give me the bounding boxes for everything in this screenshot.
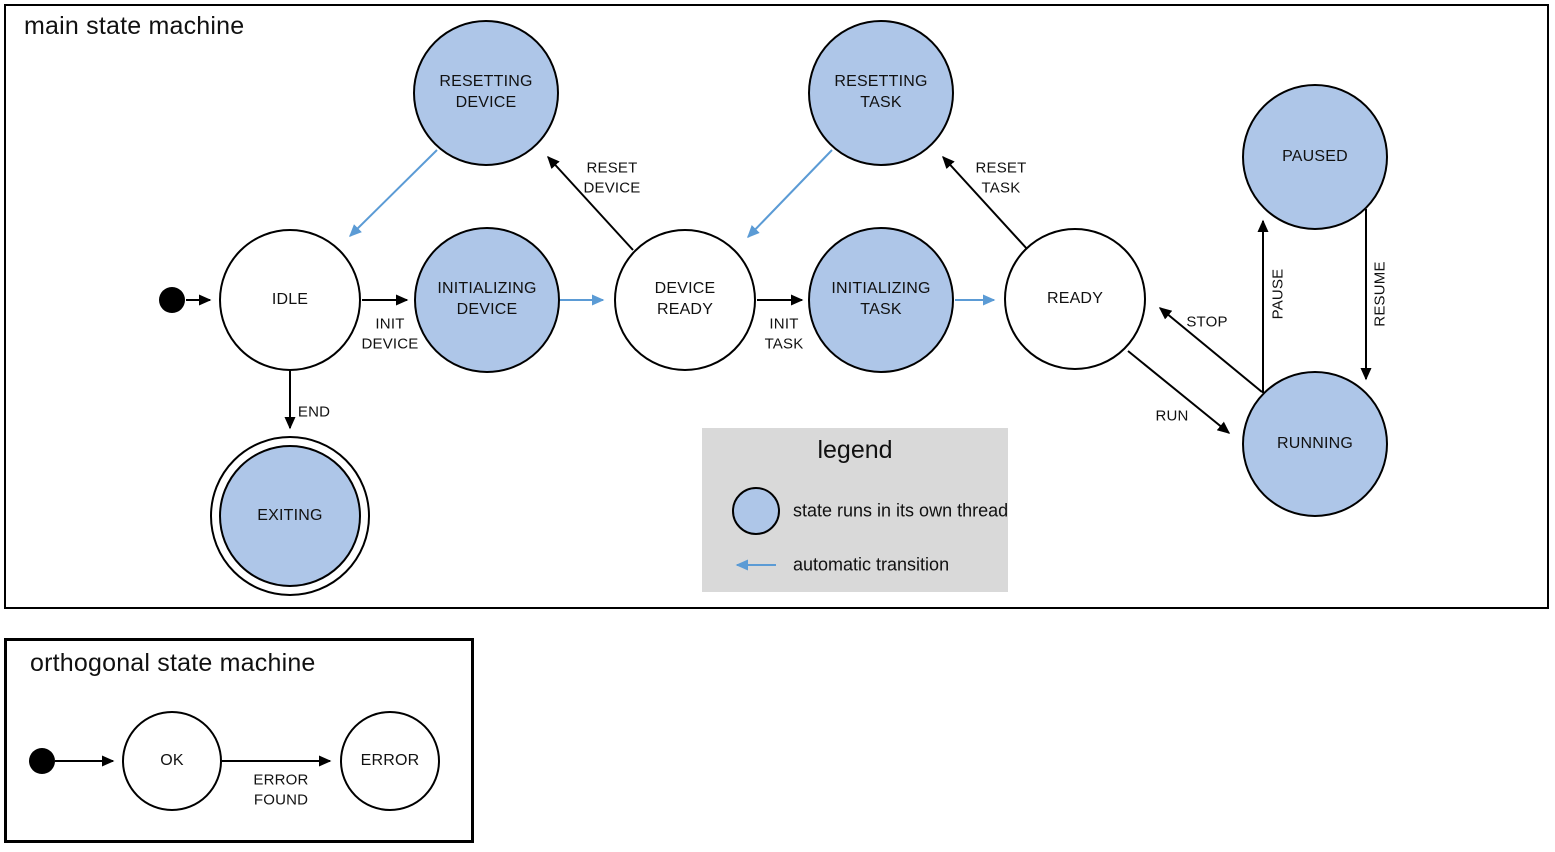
transition-label-stop: STOP	[1186, 313, 1228, 331]
main-initial-state-dot	[159, 287, 185, 313]
state-exiting-final-ring: EXITING	[210, 436, 370, 596]
state-label: DEVICE READY	[654, 280, 716, 318]
state-ok: OK	[122, 711, 222, 811]
state-idle: IDLE	[219, 229, 361, 371]
state-resetting-task: RESETTING TASK	[808, 20, 954, 166]
state-ready: READY	[1004, 228, 1146, 370]
state-paused: PAUSED	[1242, 84, 1388, 230]
state-running: RUNNING	[1242, 371, 1388, 517]
transition-label-pause: PAUSE	[1269, 268, 1287, 320]
state-label: IDLE	[271, 290, 309, 308]
legend-box: legend state runs in its own thread auto…	[702, 428, 1008, 592]
state-label: ERROR	[360, 751, 420, 769]
legend-title: legend	[817, 436, 893, 464]
state-error: ERROR	[340, 711, 440, 811]
state-resetting-device: RESETTING DEVICE	[413, 20, 559, 166]
transition-label-resume: RESUME	[1371, 261, 1389, 327]
main-machine-title: main state machine	[24, 12, 245, 40]
state-initializing-task: INITIALIZING TASK	[808, 227, 954, 373]
state-label: INITIALIZING DEVICE	[437, 280, 537, 318]
state-label: READY	[1046, 289, 1104, 307]
state-exiting: EXITING	[219, 445, 361, 587]
legend-thread-label: state runs in its own thread	[793, 500, 1009, 521]
state-label: RESETTING TASK	[834, 73, 928, 111]
transition-label-reset-device: RESET DEVICE	[583, 159, 641, 197]
legend-automatic-label: automatic transition	[793, 554, 950, 575]
transition-label-init-task: INIT TASK	[764, 315, 804, 353]
transition-label-init-device: INIT DEVICE	[361, 315, 419, 353]
transition-label-reset-task: RESET TASK	[975, 159, 1027, 197]
state-label: INITIALIZING TASK	[831, 280, 931, 318]
state-initializing-device: INITIALIZING DEVICE	[414, 227, 560, 373]
threaded-state-swatch-icon	[732, 487, 780, 535]
state-label: EXITING	[257, 506, 323, 524]
orthogonal-machine-title: orthogonal state machine	[30, 649, 316, 677]
state-label: RESETTING DEVICE	[439, 73, 533, 111]
state-device-ready: DEVICE READY	[614, 229, 756, 371]
orthogonal-initial-state-dot	[29, 748, 55, 774]
transition-label-error-found: ERROR FOUND	[253, 771, 309, 809]
transition-label-end: END	[297, 403, 331, 421]
state-label: RUNNING	[1276, 434, 1354, 452]
state-label: OK	[160, 751, 184, 769]
transition-label-run: RUN	[1155, 407, 1189, 425]
state-label: PAUSED	[1282, 147, 1348, 165]
